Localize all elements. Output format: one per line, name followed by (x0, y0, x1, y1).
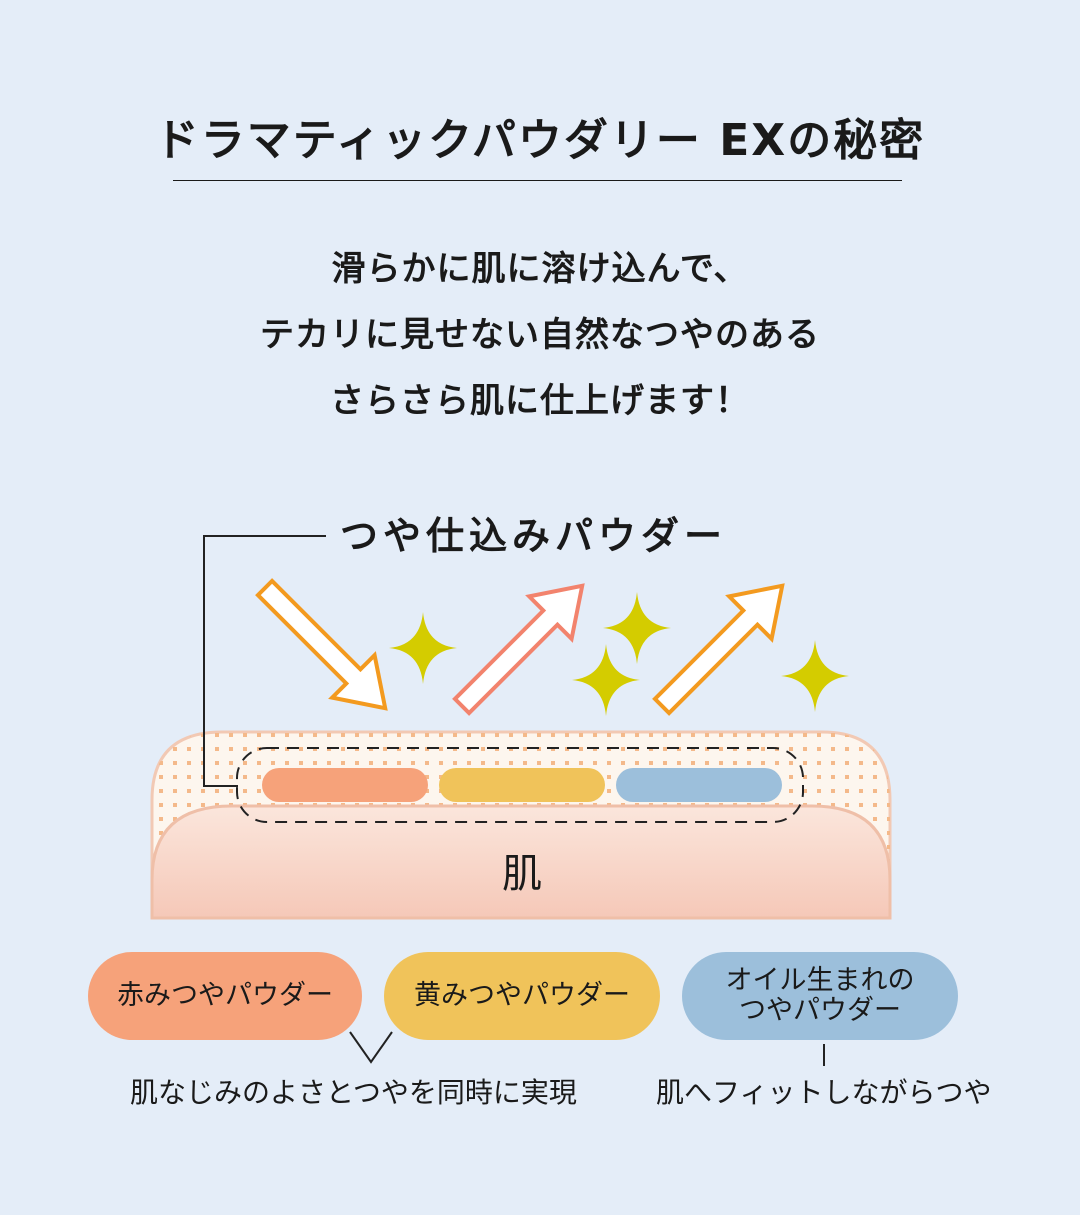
sparkle-icon (781, 640, 849, 712)
powder-group-outline (236, 747, 804, 823)
intro-line-2: テカリに見せない自然なつやのある (260, 315, 820, 355)
legend-blue-powder: オイル生まれの つやパウダー (682, 952, 958, 1040)
reflect-arrow-orange-shape (652, 583, 785, 716)
skin-layer (150, 804, 892, 920)
sparkle-icon (389, 612, 457, 684)
reflect-arrow-orange (652, 583, 785, 716)
sparkle-icon (572, 644, 640, 716)
powder-red (262, 768, 428, 802)
legend-yellow-label: 黄みつやパウダー (414, 980, 630, 1011)
powder-yellow (439, 768, 605, 802)
callout-leader-line (203, 535, 326, 787)
incoming-light-arrow (255, 578, 388, 711)
legend-red-powder: 赤みつやパウダー (88, 952, 362, 1040)
reflect-arrow-pink-shape (452, 583, 585, 716)
legend-connector-left (349, 1031, 393, 1064)
title-underline (173, 180, 902, 181)
legend-red-label: 赤みつやパウダー (117, 980, 333, 1011)
incoming-arrow-shape (255, 578, 388, 711)
callout-label: つや仕込みパウダー (340, 514, 728, 558)
sparkle-icon (603, 592, 671, 664)
legend-yellow-powder: 黄みつやパウダー (384, 952, 660, 1040)
skin-label: 肌 (502, 851, 542, 897)
intro-line-1: 滑らかに肌に溶け込んで、 (331, 249, 749, 289)
note-right: 肌へフィットしながらつや (656, 1076, 992, 1109)
legend-blue-label-2: つやパウダー (739, 995, 901, 1026)
note-left: 肌なじみのよさとつやを同時に実現 (130, 1076, 577, 1109)
page-title: ドラマティックパウダリー EXの秘密 (154, 115, 926, 166)
intro-text: 滑らかに肌に溶け込んで、 テカリに見せない自然なつやのある さらさら肌に仕上げま… (0, 236, 1080, 434)
intro-line-3: さらさら肌に仕上げます！ (330, 381, 750, 421)
sparkle-icons (389, 592, 849, 716)
powder-blue (616, 768, 782, 802)
reflect-arrow-pink (452, 583, 585, 716)
legend-blue-label-1: オイル生まれの (725, 965, 915, 996)
